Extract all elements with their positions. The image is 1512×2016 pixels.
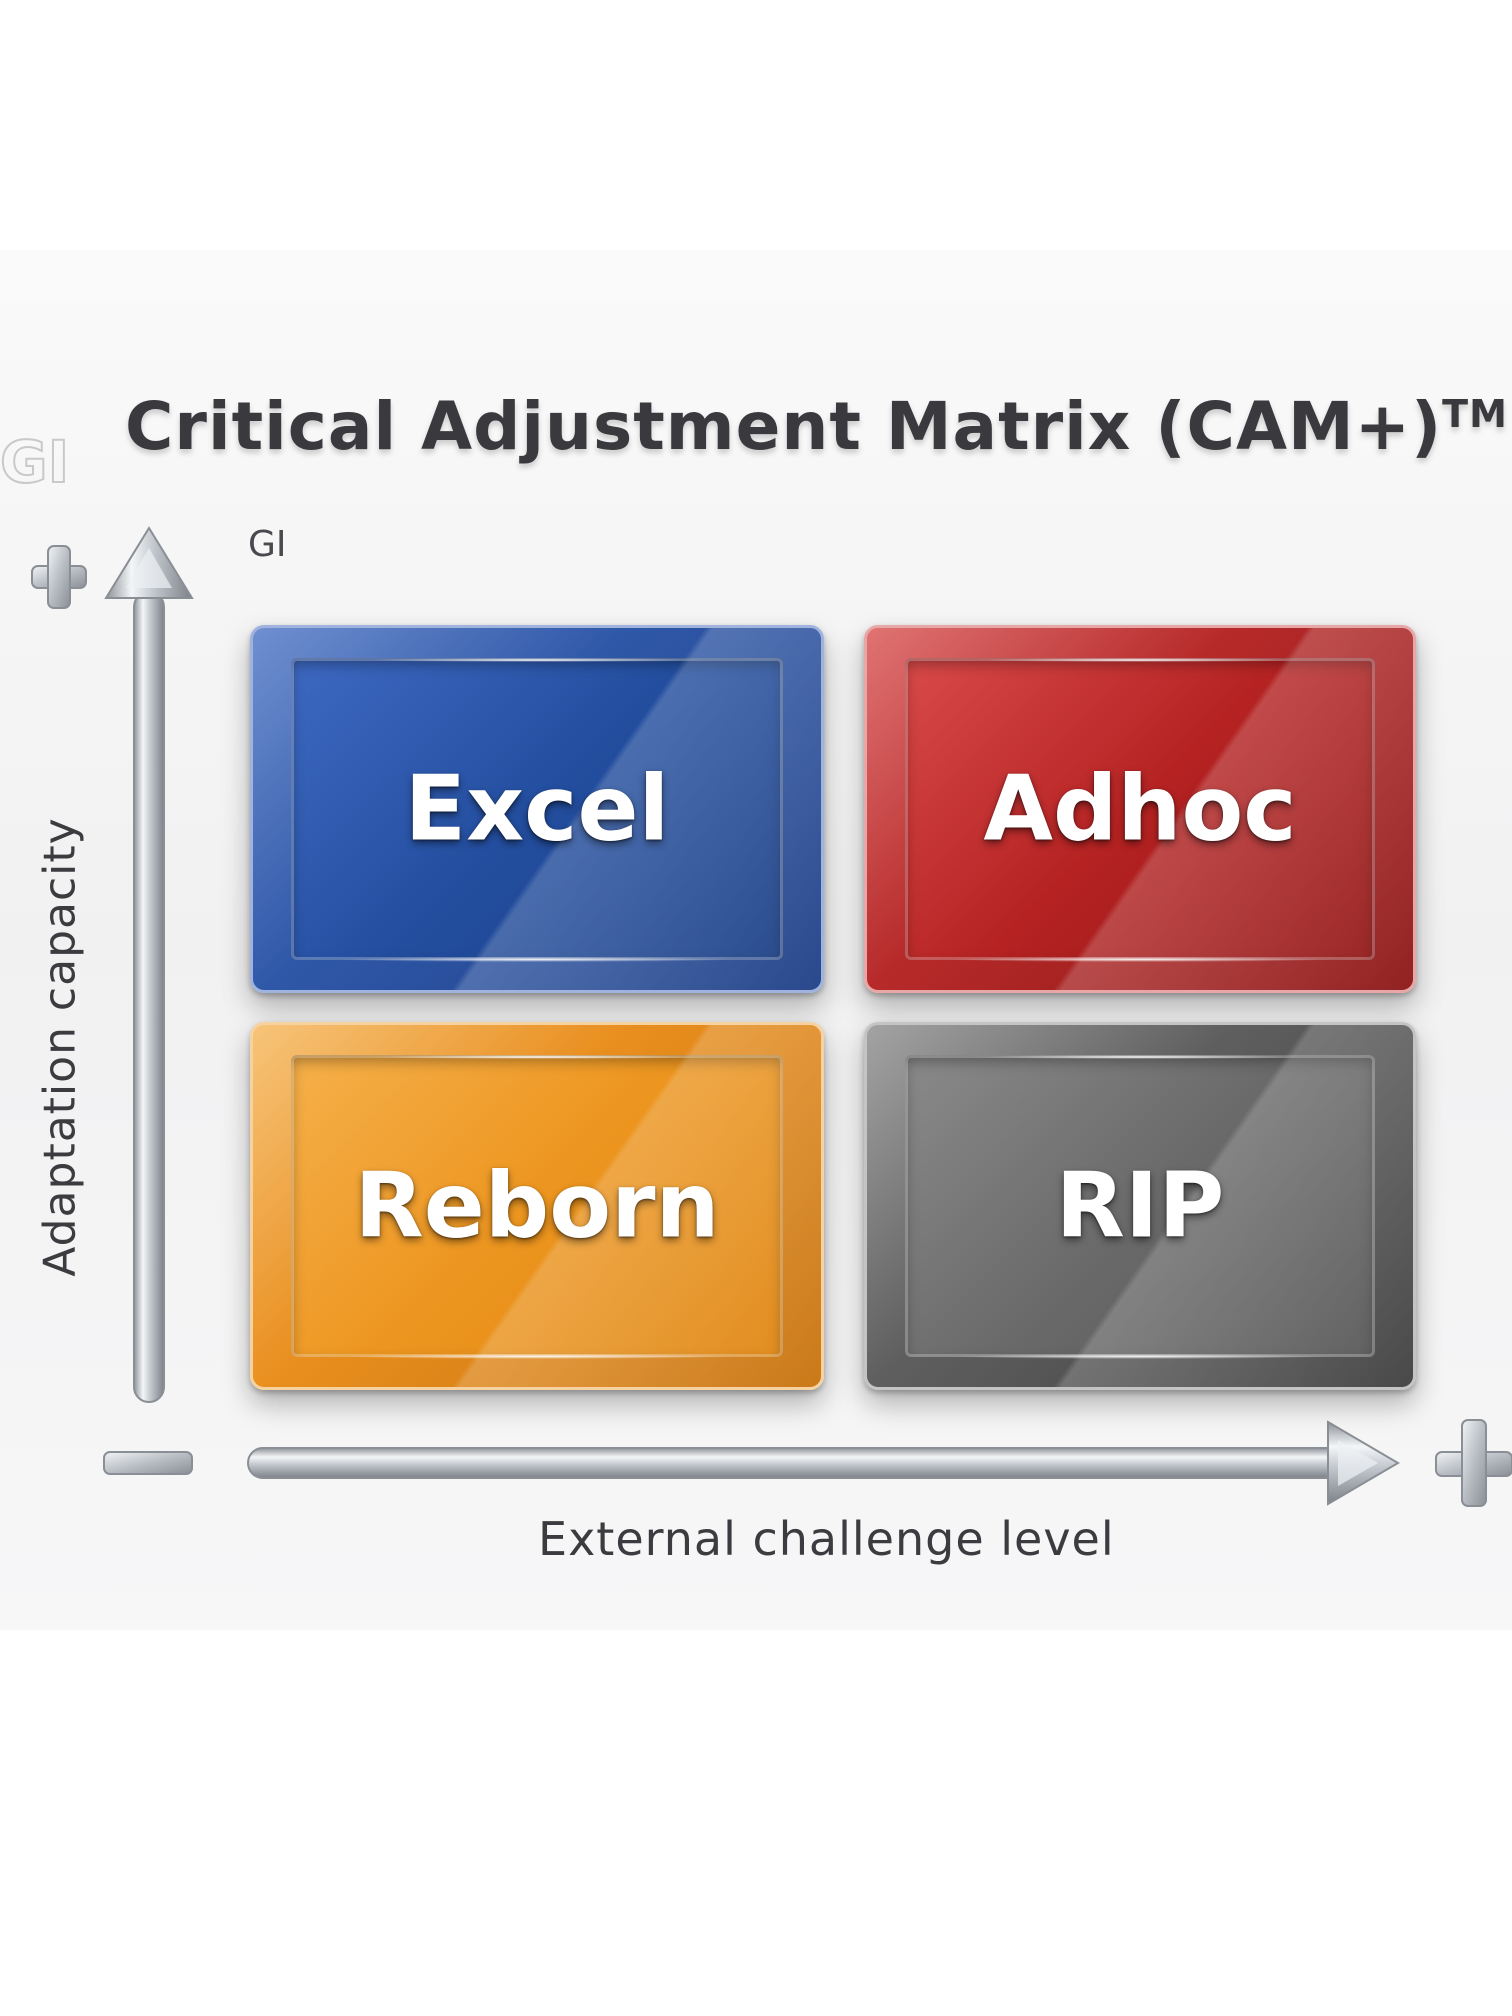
quadrant-reborn-face xyxy=(291,1055,783,1357)
quadrant-highlight xyxy=(948,1354,1332,1359)
x-axis-plus-icon xyxy=(1435,1419,1512,1507)
quadrant-rip-face xyxy=(905,1055,1375,1357)
small-logo-mark: GI xyxy=(248,524,287,565)
quadrant-adhoc-face xyxy=(905,658,1375,960)
y-axis-arrow xyxy=(104,526,194,1403)
quadrant-excel-label: Excel xyxy=(404,756,670,862)
quadrant-highlight xyxy=(976,1055,1304,1059)
quadrant-highlight xyxy=(976,658,1304,662)
y-axis-label: Adaptation capacity xyxy=(34,817,86,1277)
quadrant-highlight xyxy=(338,1354,736,1359)
trademark-symbol: TM xyxy=(1442,392,1508,436)
origin-minus-icon xyxy=(103,1451,193,1475)
diagram-title: Critical Adjustment Matrix (CAM+)TM xyxy=(125,388,1508,465)
x-axis-arrow xyxy=(247,1420,1400,1506)
quadrant-adhoc: Adhoc xyxy=(864,625,1416,993)
quadrant-reborn: Reborn xyxy=(250,1022,824,1390)
quadrant-highlight xyxy=(366,1055,708,1059)
quadrant-highlight xyxy=(948,957,1332,962)
x-axis-label: External challenge level xyxy=(538,1512,1115,1566)
quadrant-rip: RIP xyxy=(864,1022,1416,1390)
quadrant-highlight xyxy=(338,957,736,962)
quadrant-reborn-label: Reborn xyxy=(354,1153,720,1259)
ghost-logo-mark: GI xyxy=(0,427,70,497)
quadrant-adhoc-label: Adhoc xyxy=(983,756,1297,862)
y-axis-plus-icon xyxy=(31,545,87,609)
quadrant-rip-label: RIP xyxy=(1055,1153,1225,1259)
diagram-title-text: Critical Adjustment Matrix (CAM+) xyxy=(125,388,1443,465)
quadrant-highlight xyxy=(366,658,708,662)
quadrant-excel-face xyxy=(291,658,783,960)
quadrant-excel: Excel xyxy=(250,625,824,993)
